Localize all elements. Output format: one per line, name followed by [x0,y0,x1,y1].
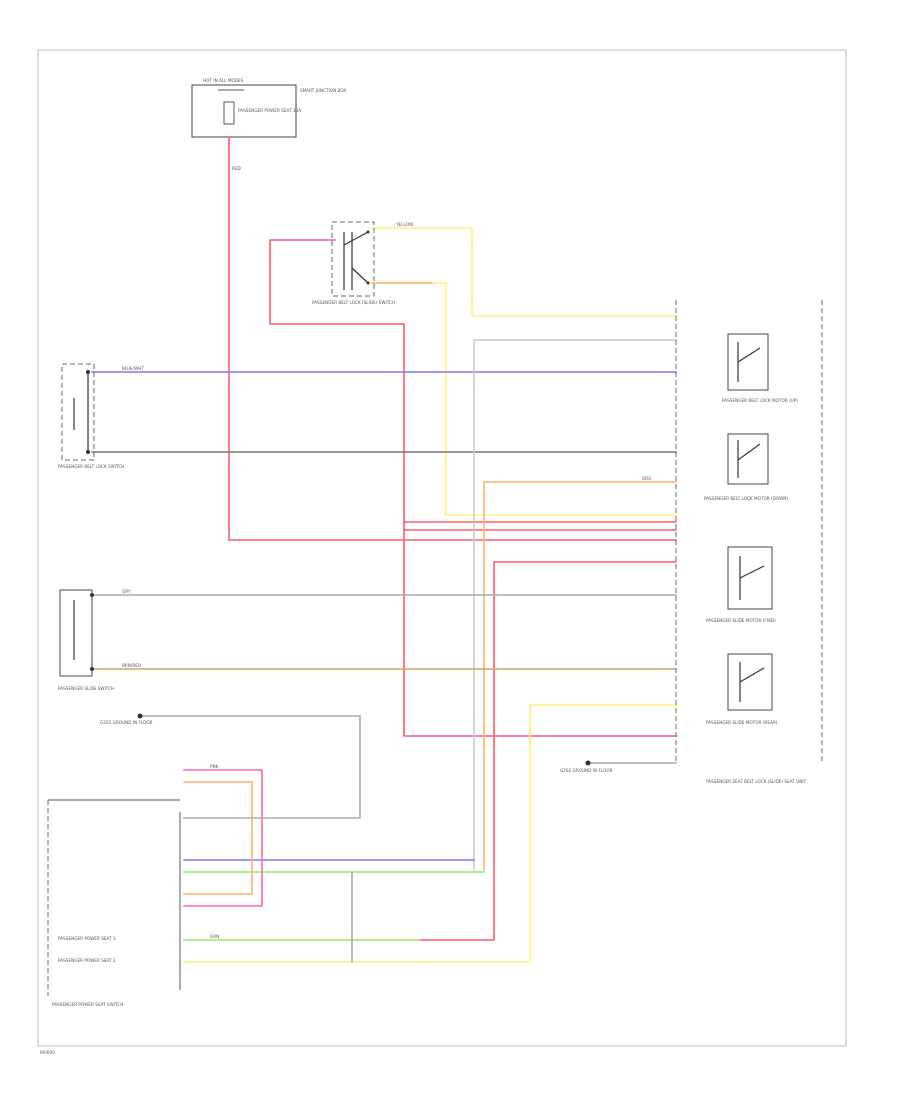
seat-unit: PASSENGER SEAT BELT LOCK (SLIDE) SEAT UN… [675,300,823,784]
ground-1: G201 GROUND IN FLOOR [100,713,153,725]
wire-red-main [228,136,677,541]
motor-3-label: PASSENGER SLIDE MOTOR (FWD) [706,618,776,623]
wire-switch-orange [183,781,253,895]
wire-yellow-low [419,704,677,963]
fuse-box-header: HOT IN ALL MODES [203,78,244,83]
connector-1-label: PASSENGER POWER SEAT 1 [58,936,116,941]
fuse-box-name: SMART JUNCTION BOX [300,88,346,93]
wire-tag-green: GRN [210,934,219,939]
slide-switch-label: PASSENGER SLIDE SWITCH [58,686,114,691]
wire-red-loop [269,239,677,737]
motor-2-label: PASSENGER BELT LOCK MOTOR (DOWN) [704,496,788,501]
ground-2-label: G202 GROUND IN FLOOR [560,768,613,773]
motor-4-label: PASSENGER SLIDE MOTOR (REAR) [706,720,778,725]
wire-tag-yellow: YELLOW [395,222,413,227]
wire-lightgray [473,339,677,871]
wire-yellow [371,227,677,317]
fuse-box: HOT IN ALL MODES SMART JUNCTION BOX PASS… [191,78,346,138]
fuse-label: PASSENGER POWER SEAT 30A [238,108,301,113]
belt-lock-switch: PASSENGER BELT LOCK SWITCH [58,363,124,469]
wire-tag-gray: GRY [122,589,131,594]
wire-switch-pink [183,769,263,907]
lumbar-switch-label: PASSENGER BELT LOCK (SLIDE) SWITCH [312,300,395,305]
wire-tag-red: RED [232,166,241,171]
diagram-frame [37,49,847,1047]
ground-1-label: G201 GROUND IN FLOOR [100,720,153,725]
page-code: W0000 [40,1050,55,1055]
wire-orange-2 [483,481,677,871]
wire-tag-brown: BRN/RED [122,663,141,668]
slide-switch: PASSENGER SLIDE SWITCH [58,589,114,691]
motor-1-label: PASSENGER BELT LOCK MOTOR (UP) [722,398,798,403]
seat-switch-label: PASSENGER POWER SEAT SWITCH [52,1002,123,1007]
seat-unit-label: PASSENGER SEAT BELT LOCK (SLIDE) SEAT UN… [706,779,807,784]
wire-switch-gray [183,715,361,963]
wire-tag-pink: PNK [210,764,219,769]
belt-switch-label: PASSENGER BELT LOCK SWITCH [58,464,124,469]
wire-tag-blue: BLUE/WHT [122,366,144,371]
wire-yellow-2 [371,282,677,516]
seat-switch: PASSENGER POWER SEAT SWITCH PASSENGER PO… [47,799,181,1007]
wire-tag-orange: ORG [642,476,651,481]
ground-2: G202 GROUND IN FLOOR [560,760,613,773]
lumbar-switch: PASSENGER BELT LOCK (SLIDE) SWITCH [312,221,395,305]
wire-red-low [419,561,677,941]
connector-2-label: PASSENGER POWER SEAT 2 [58,958,116,963]
